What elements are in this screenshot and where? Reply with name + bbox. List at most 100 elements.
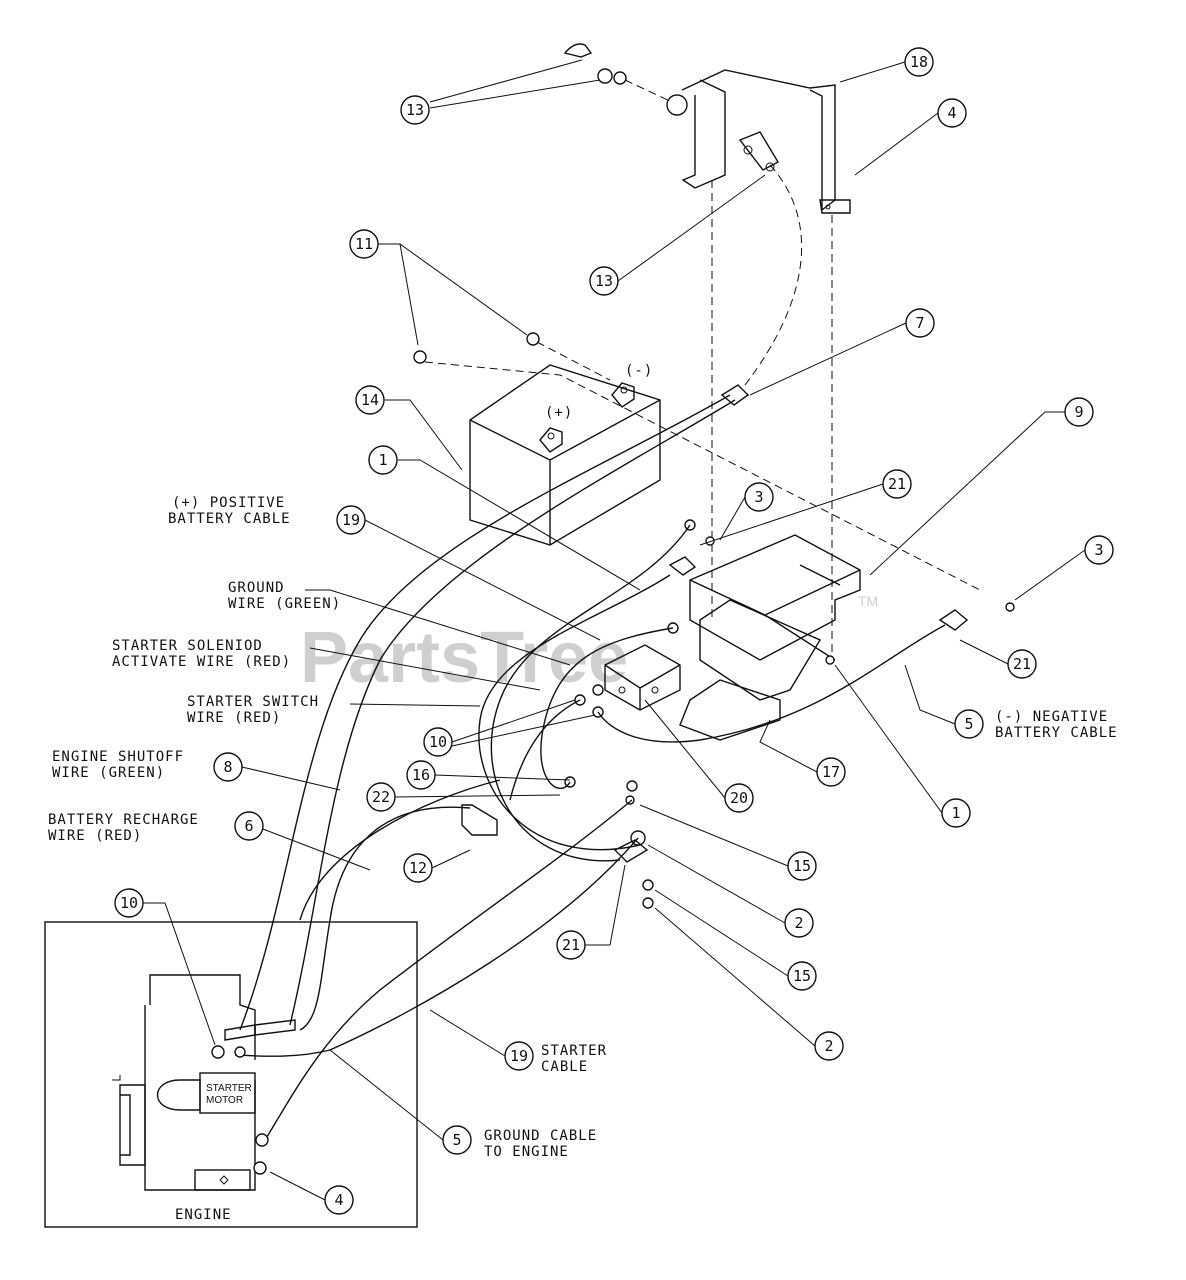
svg-text:12: 12 [409, 859, 427, 877]
callout-20: 20 [724, 783, 754, 813]
terminals [564, 384, 1015, 909]
svg-text:1: 1 [378, 451, 387, 469]
svg-text:5: 5 [452, 1131, 461, 1149]
solenoid-wire-label-1: STARTER SOLENIOD [112, 638, 263, 654]
recharge-wire-label-2: WIRE (RED) [48, 828, 142, 844]
callout-11: 11 [349, 229, 379, 259]
starter-motor-label-1: STARTER [206, 1083, 252, 1094]
solenoid-wire-label-2: ACTIVATE WIRE (RED) [112, 654, 291, 670]
engine-part [112, 974, 296, 1191]
callout-22: 22 [366, 782, 396, 812]
hold-down-rod-line [424, 361, 981, 591]
svg-text:21: 21 [1013, 655, 1031, 673]
solenoid-wire-leader [309, 647, 541, 691]
svg-text:11: 11 [355, 235, 373, 253]
wing-nut-left [413, 350, 427, 364]
negative-cable-label-1: (-) NEGATIVE [995, 709, 1108, 725]
ground-engine-label-2: TO ENGINE [484, 1144, 569, 1160]
callout-12: 12 [403, 853, 433, 883]
switch-wire-label-2: WIRE (RED) [187, 710, 281, 726]
watermark-text: PartsTree [300, 618, 628, 698]
svg-text:15: 15 [793, 967, 811, 985]
ground-wire-leader [305, 589, 571, 666]
callout-19-bottom: 19 [504, 1041, 534, 1071]
svg-text:10: 10 [429, 733, 447, 751]
battery-tray-part [679, 534, 861, 741]
svg-text:20: 20 [730, 789, 748, 807]
callout-21-top: 21 [882, 469, 912, 499]
svg-text:8: 8 [223, 758, 232, 776]
positive-cable-label-2: BATTERY CABLE [168, 511, 291, 527]
battery-neg-label: (-) [625, 363, 653, 379]
engine-label: ENGINE [175, 1207, 232, 1223]
svg-text:9: 9 [1074, 403, 1083, 421]
callout-19-top: 19 [336, 505, 366, 535]
svg-text:19: 19 [510, 1047, 528, 1065]
callout-9: 9 [1064, 397, 1094, 427]
callout-1-right: 1 [941, 798, 971, 828]
starter-cable-label-1: STARTER [541, 1043, 607, 1059]
svg-text:1: 1 [951, 804, 960, 822]
ground-engine-label-1: GROUND CABLE [484, 1128, 597, 1144]
callout-10-engine: 10 [114, 888, 144, 918]
callout-1-left: 1 [368, 445, 398, 475]
callout-6: 6 [234, 811, 264, 841]
callout-14: 14 [355, 385, 385, 415]
callout-3-right: 3 [1084, 535, 1114, 565]
shutoff-wire-label-2: WIRE (GREEN) [52, 765, 165, 781]
starter-cable-label-2: CABLE [541, 1059, 588, 1075]
engine-box [44, 921, 418, 1228]
solenoid-part [604, 644, 681, 711]
nut-line [536, 341, 611, 381]
svg-text:19: 19 [342, 511, 360, 529]
callout-16: 16 [406, 760, 436, 790]
callout-15-bottom: 15 [787, 961, 817, 991]
svg-text:10: 10 [120, 894, 138, 912]
callout-5-right: 5 [954, 709, 984, 739]
negative-cable-label-2: BATTERY CABLE [995, 725, 1118, 741]
shutoff-wire-label-1: ENGINE SHUTOFF [52, 749, 184, 765]
callout-15-top: 15 [787, 851, 817, 881]
svg-text:13: 13 [406, 101, 424, 119]
ground-wire-label-1: GROUND [228, 580, 285, 596]
svg-text:2: 2 [824, 1037, 833, 1055]
svg-text:4: 4 [947, 104, 956, 122]
callout-4-top: 4 [937, 98, 967, 128]
switch-wire-leader [349, 703, 481, 707]
callout-4-bottom: 4 [324, 1185, 354, 1215]
callout-13-top: 13 [400, 95, 430, 125]
svg-text:4: 4 [334, 1191, 343, 1209]
callout-18: 18 [904, 47, 934, 77]
wing-nut-right [526, 332, 540, 346]
svg-text:14: 14 [361, 391, 379, 409]
callout-21-bottom: 21 [556, 930, 586, 960]
svg-text:7: 7 [915, 314, 924, 332]
callout-3-left: 3 [744, 482, 774, 512]
svg-text:2: 2 [794, 914, 803, 932]
svg-text:18: 18 [910, 53, 928, 71]
svg-text:22: 22 [372, 788, 390, 806]
key-part [563, 43, 673, 103]
callout-21-right: 21 [1007, 649, 1037, 679]
callout-8: 8 [213, 752, 243, 782]
svg-text:21: 21 [888, 475, 906, 493]
cables [234, 164, 946, 1141]
positive-cable-label-1: (+) POSITIVE [172, 495, 285, 511]
svg-text:16: 16 [412, 766, 430, 784]
switch-wire-label-1: STARTER SWITCH [187, 694, 319, 710]
callout-13-mid: 13 [589, 266, 619, 296]
callout-10-mid: 10 [423, 727, 453, 757]
callout-7: 7 [905, 308, 935, 338]
ground-wire-label-2: WIRE (GREEN) [228, 596, 341, 612]
svg-text:17: 17 [822, 763, 840, 781]
callout-5-bottom: 5 [442, 1125, 472, 1155]
starter-motor-label-2: MOTOR [206, 1095, 243, 1106]
svg-text:15: 15 [793, 857, 811, 875]
svg-text:3: 3 [1094, 541, 1103, 559]
battery-part [469, 364, 661, 546]
svg-text:5: 5 [964, 715, 973, 733]
svg-text:6: 6 [244, 817, 253, 835]
recharge-wire-label-1: BATTERY RECHARGE [48, 812, 199, 828]
svg-text:3: 3 [754, 488, 763, 506]
